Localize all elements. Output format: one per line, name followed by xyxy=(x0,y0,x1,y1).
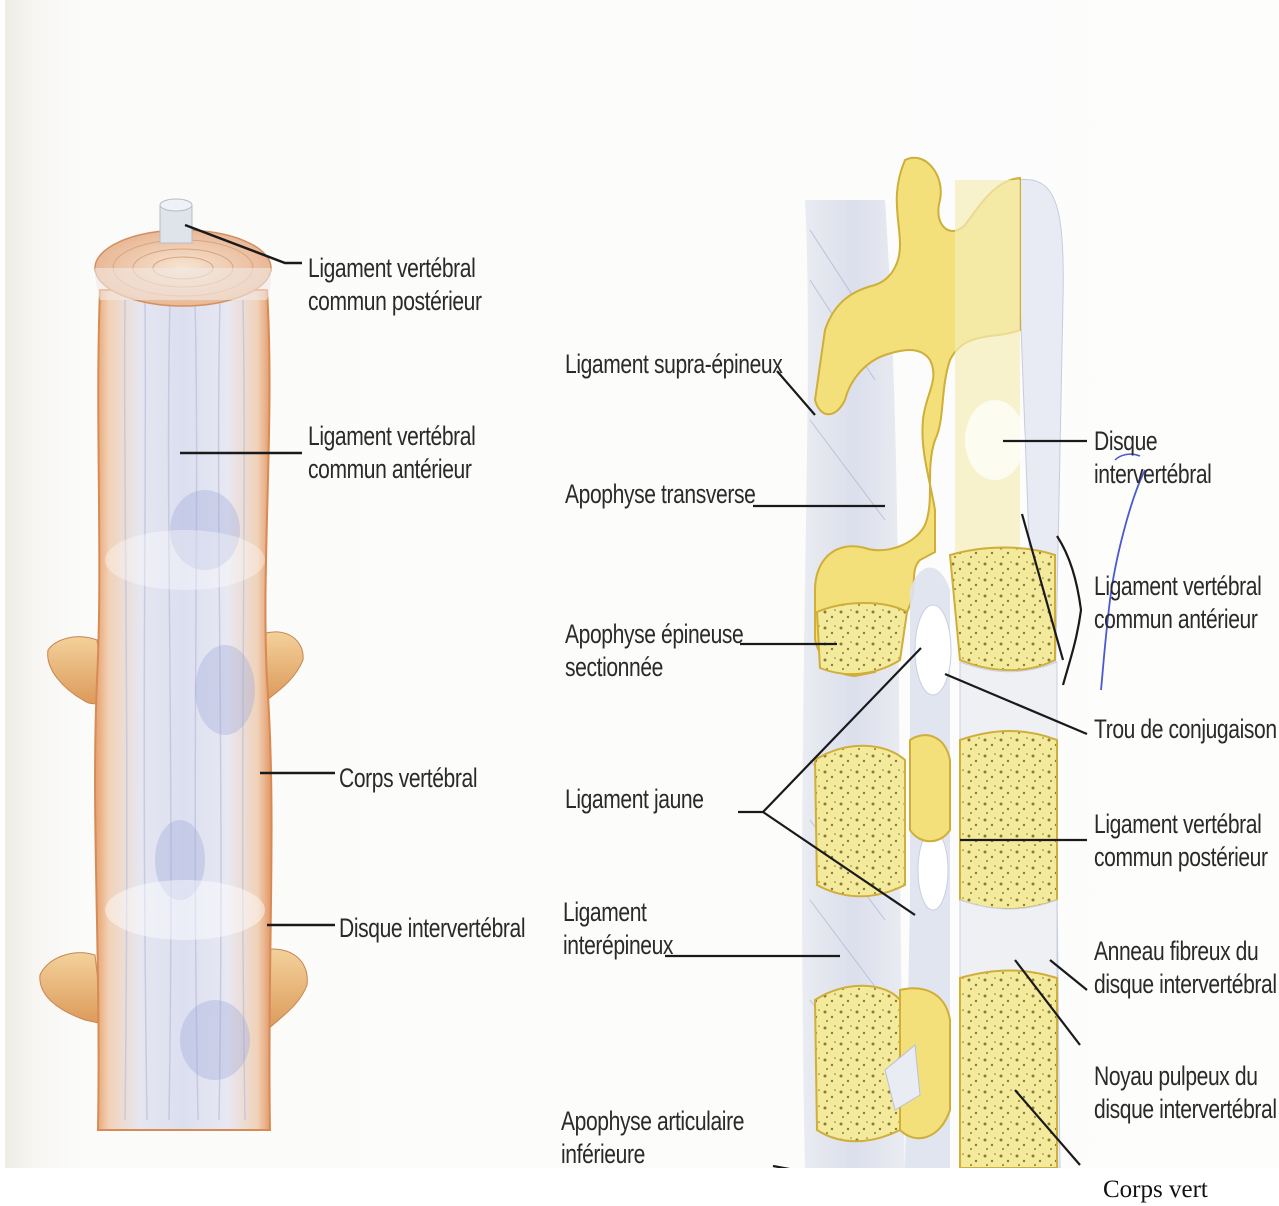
label-inferior-articular-process: Apophyse articulaire inférieure xyxy=(561,1105,744,1168)
label-posterior-ligament-right: Ligament vertébral commun postérieur xyxy=(1094,808,1268,874)
label-spinous-process: Apophyse épineuse sectionnée xyxy=(565,618,743,684)
label-intervertebral-disc-left: Disque intervertébral xyxy=(339,912,525,945)
label-supraspinous-ligament: Ligament supra-épineux xyxy=(565,348,782,381)
label-nucleus-pulposus: Noyau pulpeux du disque intervertébral xyxy=(1094,1060,1277,1126)
label-disc: Disque intervertébral xyxy=(1094,425,1211,491)
caption-text: Corps vert xyxy=(1103,1176,1208,1204)
label-transverse-process: Apophyse transverse xyxy=(565,478,755,511)
label-vertebral-body: Corps vertébral xyxy=(339,762,477,795)
label-posterior-ligament-left: Ligament vertébral commun postérieur xyxy=(308,252,482,318)
label-interspinous-ligament: Ligament interépineux xyxy=(563,896,673,962)
right-spine-illustration xyxy=(5,0,1279,1168)
label-anterior-ligament-left: Ligament vertébral commun antérieur xyxy=(308,420,475,486)
label-anterior-ligament-right: Ligament vertébral commun antérieur xyxy=(1094,570,1261,636)
label-ligamentum-flavum: Ligament jaune xyxy=(565,783,704,816)
label-annulus-fibrosus: Anneau fibreux du disque intervertébral xyxy=(1094,935,1277,1001)
scanned-illustration: Ligament vertébral commun postérieur Lig… xyxy=(5,0,1279,1168)
label-intervertebral-foramen: Trou de conjugaison xyxy=(1094,713,1277,746)
